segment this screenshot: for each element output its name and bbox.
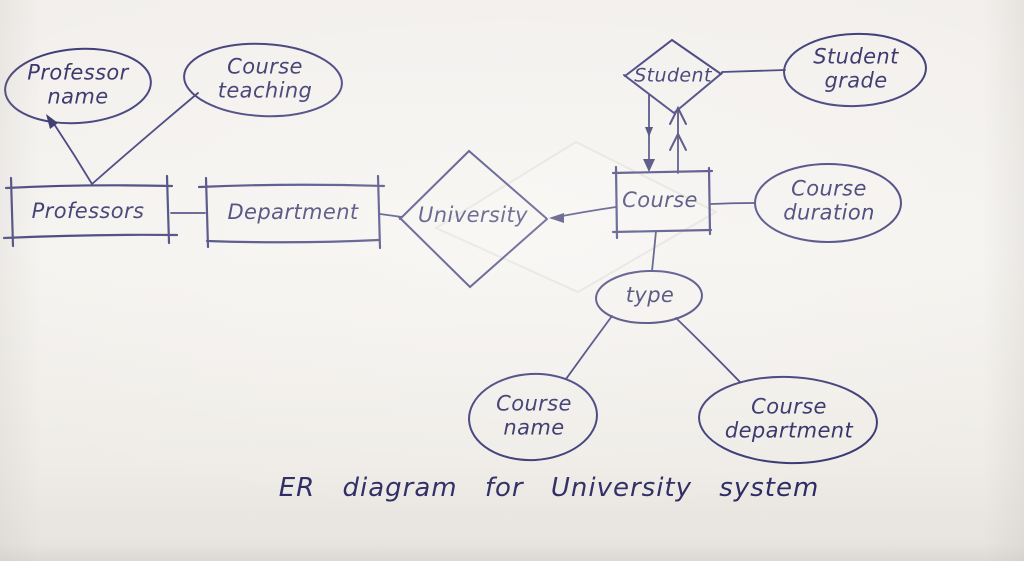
attribute-professor-name-label: Professor name [27,60,129,108]
attribute-course-teaching-label: Course teaching [217,54,313,102]
attribute-course-name-label: Course name [496,391,572,439]
relationship-university-shape [398,149,548,289]
attribute-course-duration-shape [754,163,902,243]
attribute-professor-name-shape [4,47,152,125]
relationship-university-label: University [418,203,528,228]
entity-course-shape [611,165,714,240]
entity-professors-shape [2,174,179,248]
attribute-course-department-label: Course department [724,394,854,442]
attribute-student-grade-label: Student grade [813,44,899,92]
attribute-course-duration-label: Course duration [783,176,875,224]
entity-department-shape [197,174,386,250]
attribute-type-shape [595,269,703,325]
relationship-student-label: Student [634,64,712,87]
connection-lines [46,69,786,383]
attribute-course-department-shape [698,375,878,465]
entity-course-label: Course [622,188,698,213]
entity-professors-label: Professors [31,199,145,224]
attribute-student-grade-shape [783,32,927,108]
entity-department-label: Department [227,200,359,225]
diagram-caption: ER diagram for University system [278,473,820,503]
attribute-course-name-shape [468,372,598,462]
attribute-course-teaching-shape [183,42,343,118]
attribute-type-label: type [625,283,675,308]
relationship-student-shape [623,38,723,115]
